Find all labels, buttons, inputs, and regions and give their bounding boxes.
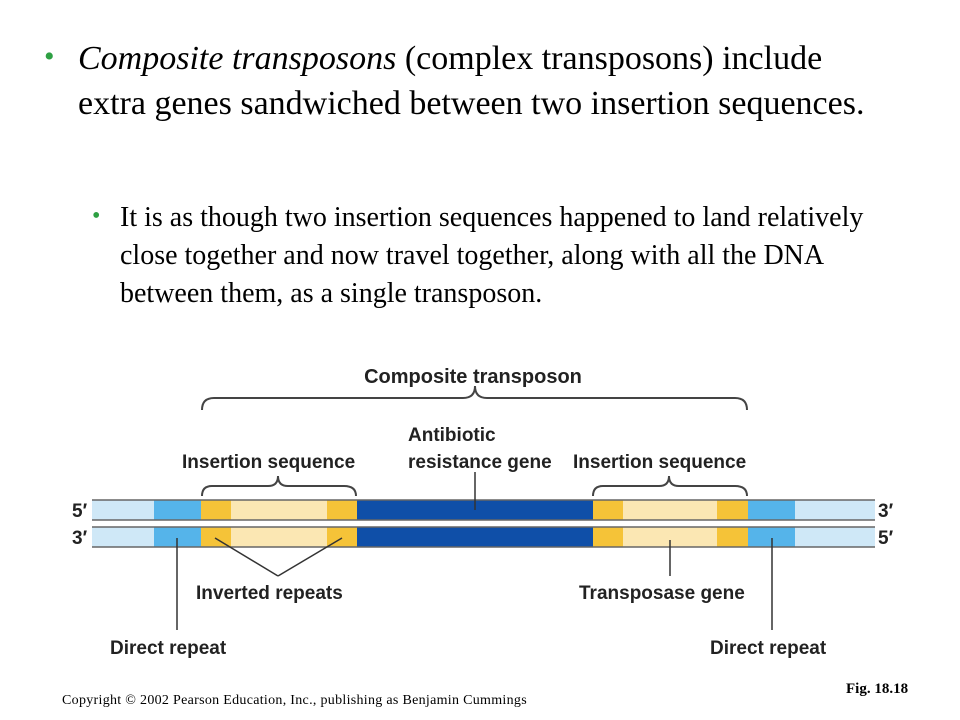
strand-end-bottom-right: 5′ xyxy=(878,528,894,549)
insertion-core-segment xyxy=(623,500,717,520)
flank-segment xyxy=(92,527,154,547)
strand-end-top-left: 5′ xyxy=(72,501,88,522)
inverted-repeat-segment xyxy=(717,527,748,547)
inverted-repeat-segment xyxy=(327,500,357,520)
sub-bullet-dot: • xyxy=(92,203,101,229)
pointer-inverted-repeat-right xyxy=(277,537,343,577)
resistance-gene-segment xyxy=(357,527,593,547)
direct-repeat-label-right: Direct repeat xyxy=(710,638,827,659)
term-composite-transposons: Composite transposons xyxy=(78,40,397,77)
sub-bullet-text: It is as though two insertion sequences … xyxy=(120,202,864,309)
flank-segment xyxy=(795,500,875,520)
direct-repeat-label-left: Direct repeat xyxy=(110,638,227,659)
antibiotic-label-line1: Antibiotic xyxy=(408,425,496,446)
insertion-sequence-label-right: Insertion sequence xyxy=(573,452,746,473)
direct-repeat-segment xyxy=(748,527,795,547)
pointer-inverted-repeat-left xyxy=(214,537,279,577)
bullet-dot: • xyxy=(44,40,55,73)
strand-end-top-right: 3′ xyxy=(878,501,894,522)
direct-repeat-segment xyxy=(748,500,795,520)
inverted-repeats-label: Inverted repeats xyxy=(196,583,343,604)
direct-repeat-segment xyxy=(154,500,201,520)
inverted-repeat-segment xyxy=(593,500,623,520)
bullet-main-rest: (complex transposons) include extra gene… xyxy=(78,40,865,122)
composite-brace xyxy=(201,385,748,411)
dna-strand-bottom xyxy=(92,526,875,548)
direct-repeat-segment xyxy=(154,527,201,547)
composite-transposon-label: Composite transposon xyxy=(364,366,582,388)
figure-number: Fig. 18.18 xyxy=(846,681,909,697)
flank-segment xyxy=(795,527,875,547)
bullet-main-text: Composite transposons (complex transposo… xyxy=(78,36,868,126)
transposase-gene-label: Transposase gene xyxy=(579,583,745,604)
insertion-core-segment xyxy=(231,500,327,520)
inverted-repeat-segment xyxy=(201,527,231,547)
strand-end-bottom-left: 3′ xyxy=(72,528,88,549)
antibiotic-label-line2: resistance gene xyxy=(408,452,552,473)
insertion-brace-left xyxy=(201,475,357,497)
copyright-notice: Copyright © 2002 Pearson Education, Inc.… xyxy=(62,693,527,708)
inverted-repeat-segment xyxy=(717,500,748,520)
insertion-core-segment xyxy=(623,527,717,547)
flank-segment xyxy=(92,500,154,520)
insertion-sequence-label-left: Insertion sequence xyxy=(182,452,355,473)
dna-strand-top xyxy=(92,499,875,521)
composite-transposon-diagram: Composite transposon Antibiotic resistan… xyxy=(72,366,894,659)
inverted-repeat-segment xyxy=(201,500,231,520)
insertion-core-segment xyxy=(231,527,327,547)
inverted-repeat-segment xyxy=(593,527,623,547)
insertion-brace-right xyxy=(592,475,748,497)
